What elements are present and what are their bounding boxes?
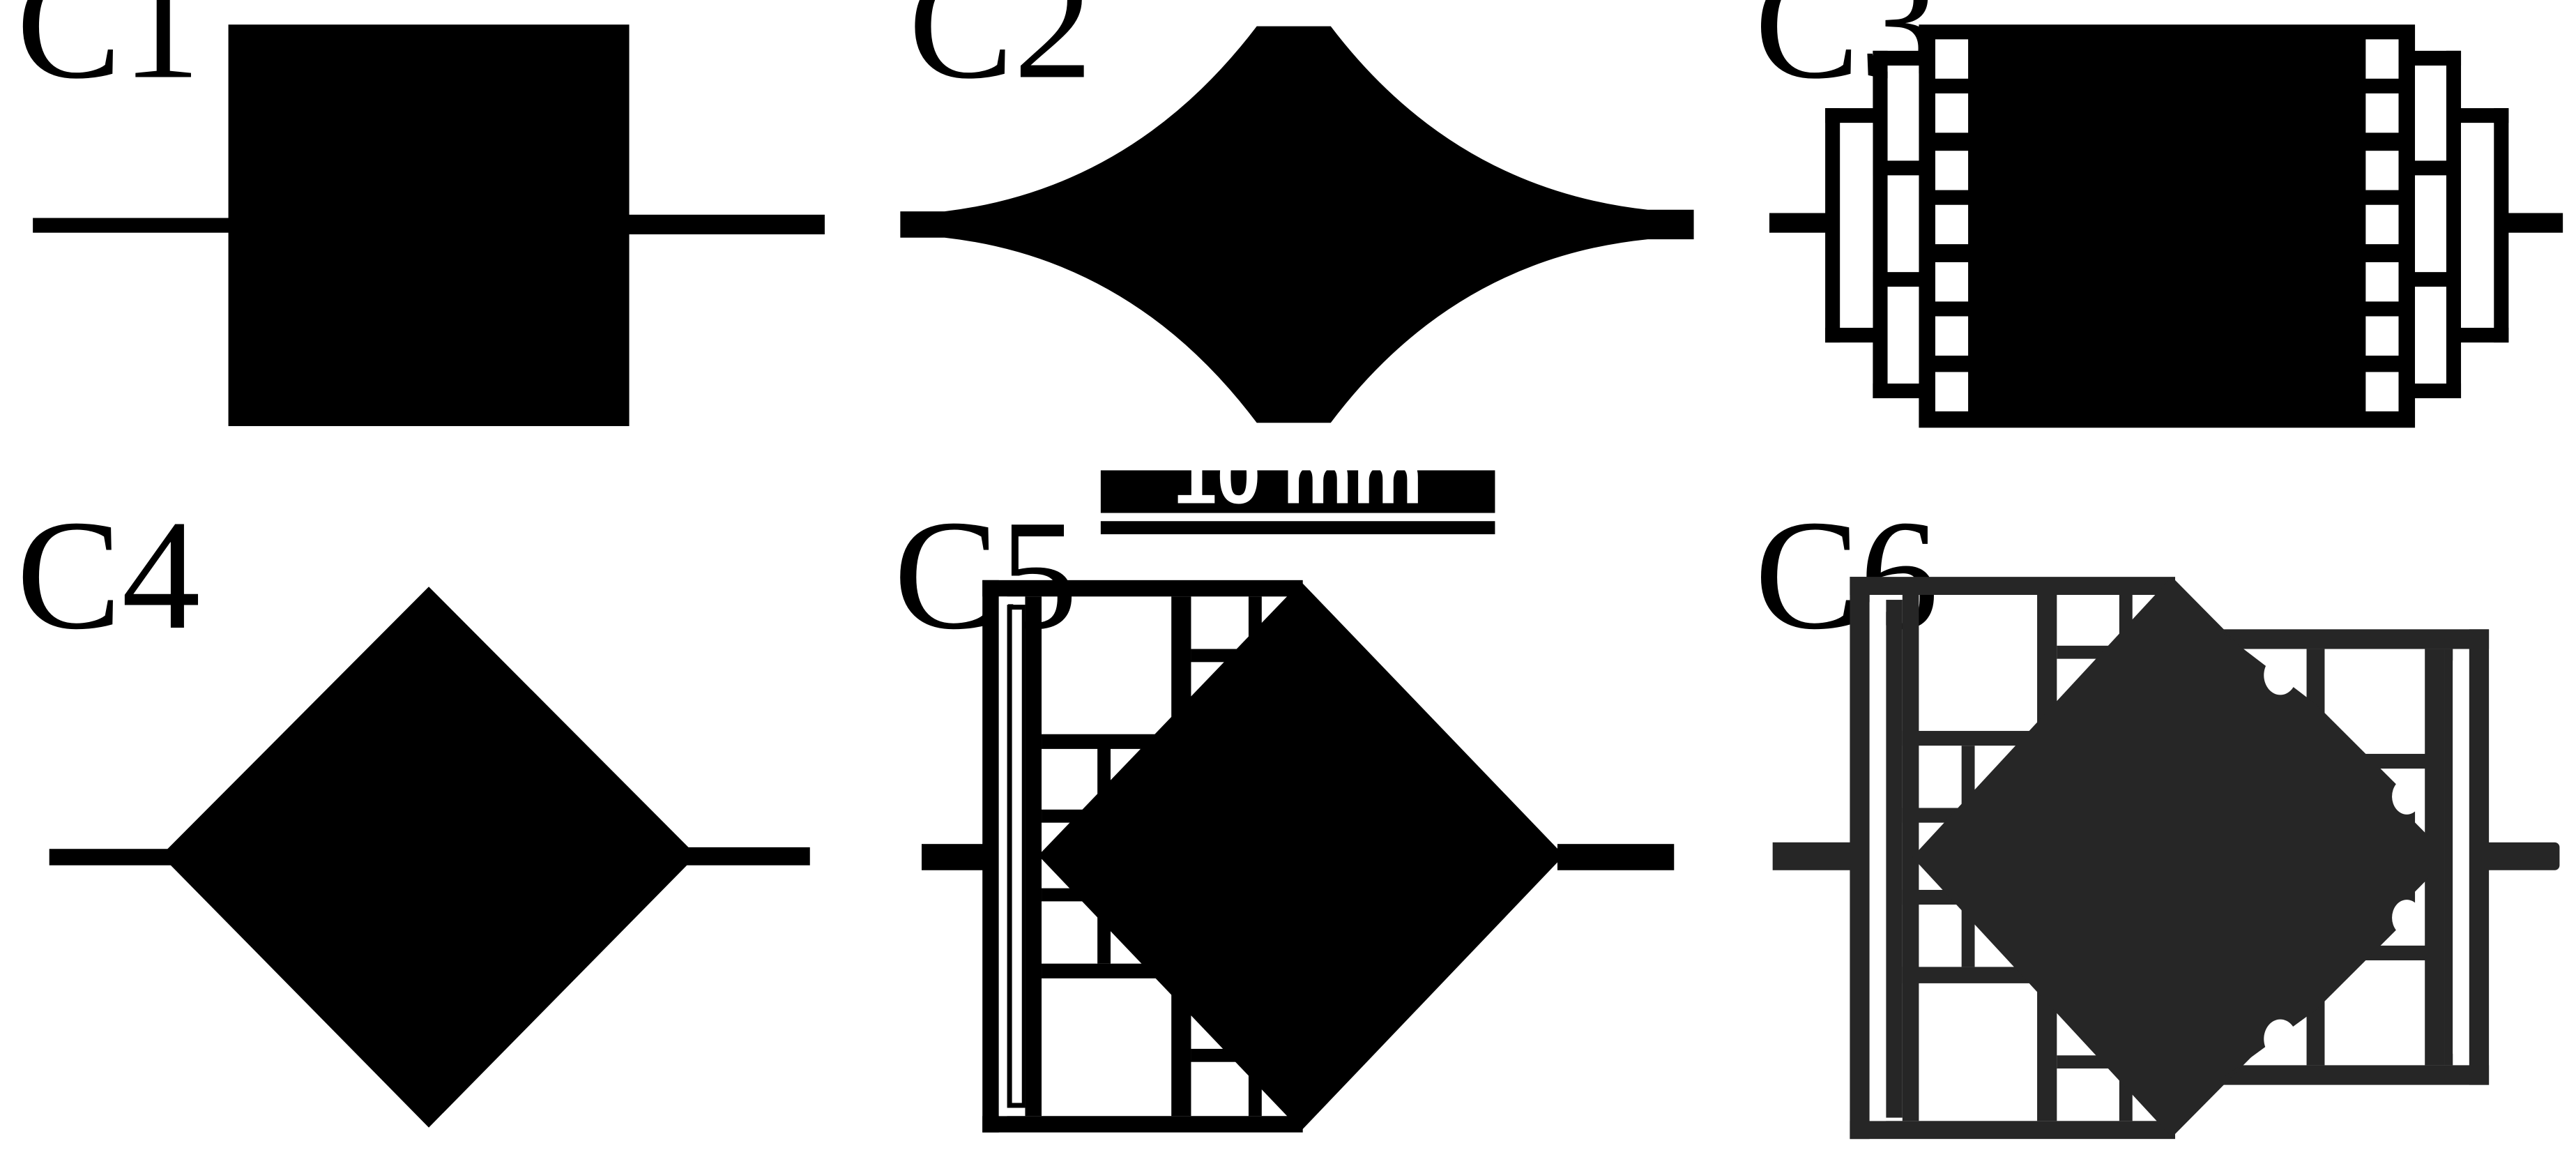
- panel-label-c2: C2: [908, 0, 1092, 111]
- panel-c2: C2: [900, 0, 1694, 423]
- scale-bar-block: [1100, 470, 1495, 513]
- shape-c3-holes: [1840, 39, 2494, 411]
- panel-c5: C5: [894, 487, 1675, 1133]
- scale-bar-line: [1100, 521, 1495, 535]
- shape-c1: [33, 24, 825, 426]
- shape-c6: [1772, 577, 2560, 1140]
- shape-c4: [49, 587, 810, 1128]
- panel-label-c1: C1: [17, 0, 201, 111]
- panel-c1: C1: [17, 0, 825, 426]
- panel-c3: C3: [1755, 0, 2563, 428]
- shape-c3: [1769, 24, 2563, 428]
- shape-c2: [900, 26, 1694, 423]
- shape-c6-holes: [1869, 594, 2464, 1121]
- panel-c4: C4: [17, 487, 810, 1128]
- panel-c6: C6: [1755, 487, 2560, 1140]
- panel-label-c4: C4: [17, 487, 201, 662]
- scale-bar-label: 10 mm: [1173, 432, 1422, 520]
- shape-c5-holes: [998, 596, 1022, 1117]
- shape-c5: [921, 580, 1675, 1133]
- scale-bar: 10 mm: [1100, 432, 1495, 535]
